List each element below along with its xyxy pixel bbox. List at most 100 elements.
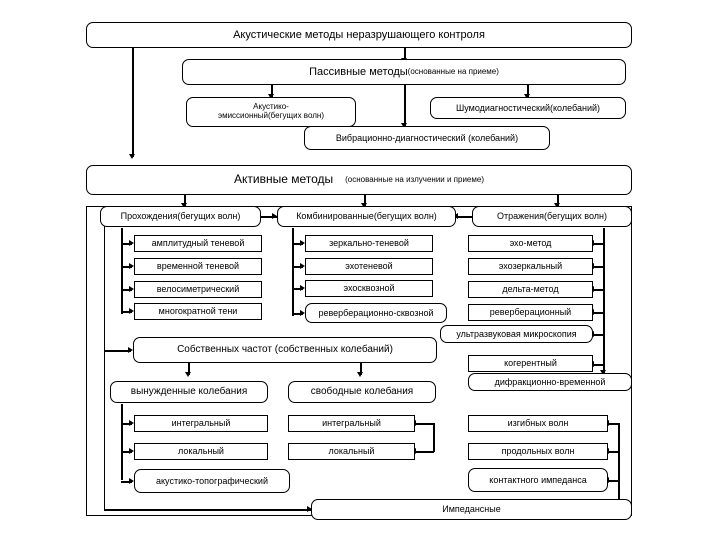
right-spine-upper	[603, 228, 605, 374]
edge-free-item-1	[415, 423, 434, 425]
arrowhead-forced-item-3	[129, 478, 134, 484]
node-impedance-head[interactable]: Импедансные	[311, 499, 632, 520]
edge-right-item-4	[593, 312, 604, 314]
node-col-passage-head[interactable]: Прохождения(бегущих волн)	[100, 206, 261, 227]
node-noise-diagnostic[interactable]: Шумодиагностический(колебаний)	[430, 97, 626, 119]
node-col-reflection-head[interactable]: Отражения(бегущих волн)	[472, 206, 632, 227]
node-contact-impedance[interactable]: контактного импеданса	[468, 468, 608, 492]
edge-mid-item-4	[292, 313, 303, 315]
arrowhead-active-to-col1	[181, 203, 187, 208]
edge-mid-item-2	[292, 266, 303, 268]
arrowhead-to-impedance	[307, 506, 312, 512]
edge-free-item-2	[415, 451, 434, 453]
arrowhead-mid-item-2	[300, 263, 305, 269]
node-echo-through-label: эхосквозной	[343, 283, 395, 294]
node-col-combined-head[interactable]: Комбинированные(бегущих волн)	[277, 206, 456, 227]
node-eigen-frequencies-label: Собственных частот (собственных колебани…	[177, 344, 393, 356]
edge-root-to-passive	[404, 47, 406, 61]
node-col-combined-head-label: Комбинированные(бегущих волн)	[296, 211, 437, 222]
arrowhead-left-item-3	[129, 286, 134, 292]
edge-passive-to-ae	[271, 85, 273, 97]
node-forced-oscillations[interactable]: вынужденные колебания	[110, 381, 268, 403]
node-forced-integral[interactable]: интегральный	[134, 415, 268, 432]
arrowhead-left-item-1	[129, 240, 134, 246]
arrowhead-forced-item-1	[129, 420, 134, 426]
node-vibro-diagnostic[interactable]: Вибрационно-диагностический (колебаний)	[304, 126, 550, 150]
node-delta-method[interactable]: дельта-метод	[468, 281, 593, 298]
edge-col1-to-col2	[261, 216, 277, 218]
edge-left-item-2	[121, 266, 132, 268]
node-col-passage-head-label: Прохождения(бегущих волн)	[120, 211, 241, 222]
node-acousto-topographic[interactable]: акустико-топографический	[134, 469, 290, 493]
node-col-reflection-head-label: Отражения(бегущих волн)	[496, 211, 607, 222]
arrowhead-mid-item-1	[300, 240, 305, 246]
arrowhead-mid-item-4	[300, 310, 305, 316]
node-eigen-frequencies[interactable]: Собственных частот (собственных колебани…	[133, 337, 437, 363]
node-amplitude-shadow-label: амплитудный теневой	[151, 238, 245, 249]
node-acoustic-emission[interactable]: Акустико- эмиссионный(бегущих волн)	[186, 97, 356, 127]
edge-right-item-6	[593, 364, 604, 366]
edge-eigen-to-free	[360, 363, 362, 375]
edge-passive-to-noise	[527, 85, 529, 97]
arrowhead-passive-to-ae	[268, 94, 274, 99]
arrowhead-active-to-col2	[361, 203, 367, 208]
node-coherent[interactable]: когерентный	[468, 355, 593, 372]
edge-to-impedance	[104, 509, 311, 511]
node-acoustic-emission-line1: Акустико-	[253, 102, 289, 112]
node-velocimetric-label: велосиметрический	[156, 284, 240, 295]
arrowhead-mid-item-3	[300, 285, 305, 291]
node-free-integral[interactable]: интегральный	[288, 415, 415, 432]
edge-imp-item-3	[608, 480, 619, 482]
node-mirror-shadow[interactable]: зеркально-теневой	[305, 235, 433, 252]
passive-methods-header-box[interactable]: Пассивные методы(основанные на приеме)	[182, 59, 626, 85]
node-echo-mirror-label: эхозеркальный	[498, 261, 563, 272]
edge-forced-item-1	[121, 423, 132, 425]
edge-root-to-active	[132, 47, 134, 157]
node-diffraction-time[interactable]: дифракционно-временной	[468, 373, 632, 391]
arrowhead-passive-to-noise	[524, 94, 530, 99]
arrowhead-root-to-active	[129, 154, 135, 159]
edge-to-eigen	[104, 350, 131, 352]
arrowhead-col1-to-col2	[272, 213, 277, 219]
active-methods-note: (основанные на излучении и приеме)	[345, 174, 484, 184]
edge-right-item-5	[593, 334, 604, 336]
node-vibro-diagnostic-label: Вибрационно-диагностический (колебаний)	[335, 132, 519, 143]
node-time-shadow[interactable]: временной теневой	[134, 258, 262, 275]
node-forced-oscillations-label: вынужденные колебания	[130, 386, 248, 398]
root-title-box[interactable]: Акустические методы неразрушающего контр…	[86, 22, 632, 48]
edge-mid-item-3	[292, 288, 303, 290]
arrowhead-active-to-col3	[554, 203, 560, 208]
node-longitudinal-waves[interactable]: продольных волн	[468, 443, 608, 460]
active-methods-header-box[interactable]: Активные методы (основанные на излучении…	[86, 165, 632, 195]
edge-mid-item-1	[292, 243, 303, 245]
mid-spine	[292, 228, 294, 316]
node-free-local-label: локальный	[328, 446, 375, 457]
node-echo-mirror[interactable]: эхозеркальный	[468, 258, 593, 275]
node-echo-method[interactable]: эхо-метод	[468, 235, 593, 252]
edge-active-to-col1	[184, 195, 186, 206]
node-delta-method-label: дельта-метод	[502, 284, 559, 295]
node-bending-waves[interactable]: изгибных волн	[468, 415, 608, 432]
node-ultrasonic-microscopy[interactable]: ультразвуковая микроскопия	[440, 325, 593, 343]
node-free-oscillations[interactable]: свободные колебания	[288, 381, 436, 403]
edge-eigen-to-forced	[188, 363, 190, 375]
node-velocimetric[interactable]: велосиметрический	[134, 281, 262, 298]
node-echo-shadow[interactable]: эхотеневой	[305, 258, 433, 275]
node-reverberation-through[interactable]: реверберационно-сквозной	[305, 303, 447, 323]
edge-passive-to-vibro	[404, 85, 406, 126]
node-multiple-shadow[interactable]: многократной тени	[134, 303, 262, 320]
node-reverberation[interactable]: реверберационный	[468, 304, 593, 321]
node-forced-local[interactable]: локальный	[134, 443, 268, 460]
edge-left-item-3	[121, 289, 132, 291]
outer-left-spine	[104, 206, 105, 510]
edge-imp-item-2	[608, 451, 619, 453]
node-free-local[interactable]: локальный	[288, 443, 415, 460]
forced-branch-spine	[121, 404, 123, 480]
node-echo-through[interactable]: эхосквозной	[305, 280, 433, 297]
edge-right-item-3	[593, 289, 604, 291]
node-amplitude-shadow[interactable]: амплитудный теневой	[134, 235, 262, 252]
arrowhead-eigen-to-forced	[185, 372, 191, 377]
node-noise-diagnostic-label: Шумодиагностический(колебаний)	[456, 102, 600, 113]
node-forced-local-label: локальный	[178, 446, 224, 457]
edge-forced-item-3	[121, 481, 132, 483]
